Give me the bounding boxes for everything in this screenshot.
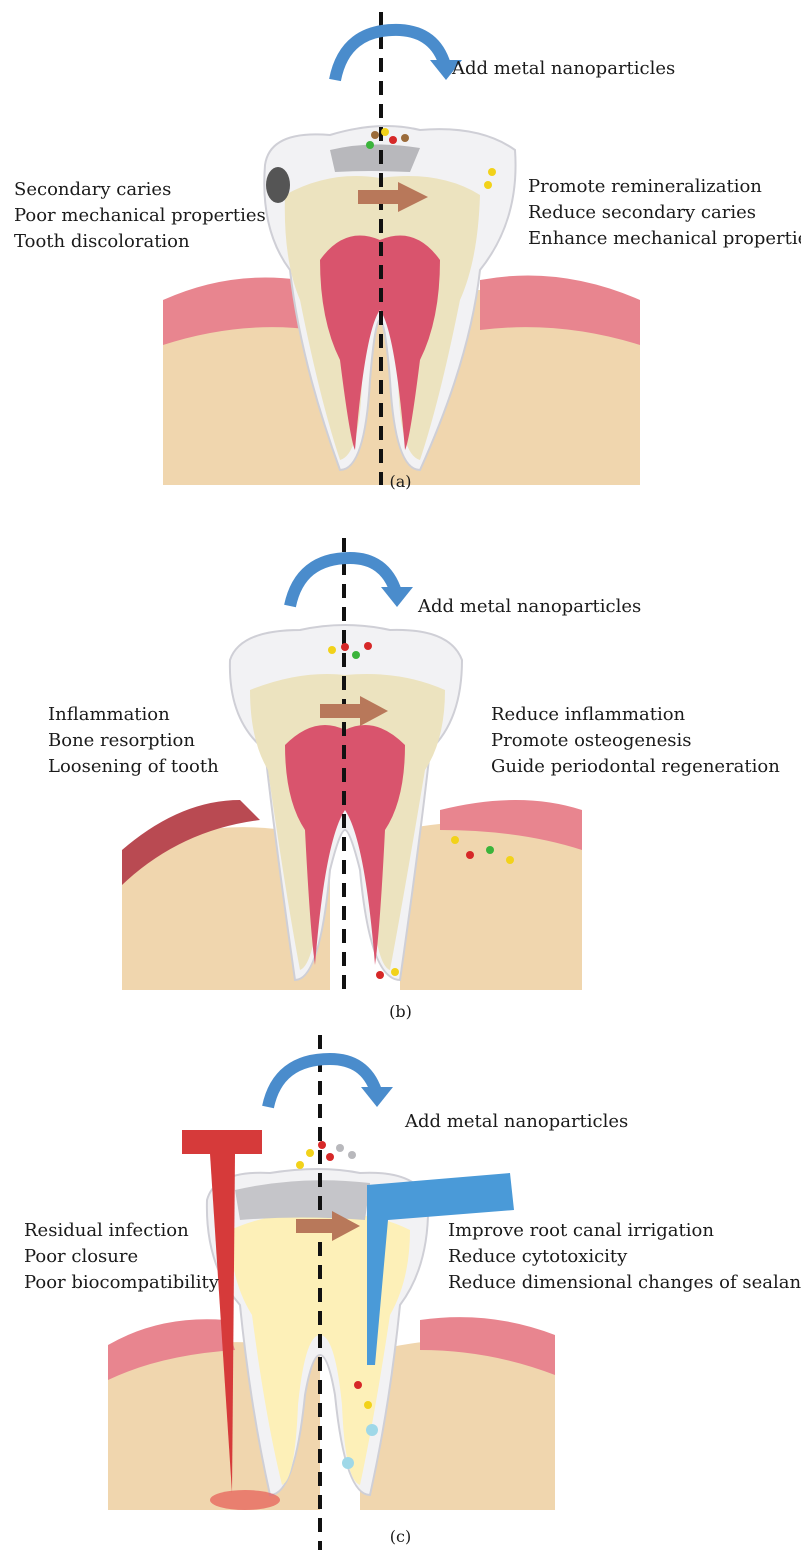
benefit-item: Enhance mechanical properties bbox=[528, 226, 801, 252]
access-cavity bbox=[235, 1180, 370, 1220]
problems-list: Residual infection Poor closure Poor bio… bbox=[24, 1218, 219, 1296]
nanoparticle bbox=[484, 181, 492, 189]
nanoparticle bbox=[466, 851, 474, 859]
panel-a: Add metal nanoparticles Secondary caries… bbox=[0, 0, 801, 500]
problems-list: Secondary caries Poor mechanical propert… bbox=[14, 177, 266, 255]
panel-b: Add metal nanoparticles Inflammation Bon… bbox=[0, 510, 801, 1020]
nanoparticle bbox=[296, 1161, 304, 1169]
nanoparticle bbox=[488, 168, 496, 176]
nanoparticle bbox=[342, 1457, 354, 1469]
problem-item: Poor mechanical properties bbox=[14, 203, 266, 229]
problem-item: Secondary caries bbox=[14, 177, 266, 203]
problem-item: Bone resorption bbox=[48, 728, 219, 754]
nanoparticle bbox=[328, 646, 336, 654]
nanoparticle bbox=[401, 134, 409, 142]
problem-item: Residual infection bbox=[24, 1218, 219, 1244]
panel-c: Add metal nanoparticles Residual infecti… bbox=[0, 1025, 801, 1550]
problem-item: Tooth discoloration bbox=[14, 229, 266, 255]
arrow-label: Add metal nanoparticles bbox=[452, 56, 675, 82]
panel-caption: (b) bbox=[0, 1002, 801, 1021]
nanoparticle bbox=[352, 651, 360, 659]
restoration bbox=[330, 144, 420, 172]
nanoparticle bbox=[381, 128, 389, 136]
nanoparticle bbox=[306, 1149, 314, 1157]
benefit-item: Improve root canal irrigation bbox=[448, 1218, 801, 1244]
nanoparticle bbox=[364, 642, 372, 650]
nanoparticle bbox=[376, 971, 384, 979]
nanoparticle bbox=[366, 1424, 378, 1436]
brown-arrow-icon bbox=[296, 1219, 332, 1233]
benefit-item: Promote remineralization bbox=[528, 174, 801, 200]
nanoparticle bbox=[348, 1151, 356, 1159]
nanoparticle bbox=[389, 136, 397, 144]
curved-arrow-icon bbox=[335, 30, 445, 80]
nanoparticle bbox=[354, 1381, 362, 1389]
nanoparticle bbox=[364, 1401, 372, 1409]
brown-arrow-icon bbox=[320, 704, 360, 718]
arrow-head-icon bbox=[381, 587, 413, 607]
arrow-label: Add metal nanoparticles bbox=[405, 1109, 628, 1135]
problem-item: Poor biocompatibility bbox=[24, 1270, 219, 1296]
benefit-item: Guide periodontal regeneration bbox=[491, 754, 780, 780]
nanoparticle bbox=[318, 1141, 326, 1149]
benefit-item: Reduce cytotoxicity bbox=[448, 1244, 801, 1270]
nanoparticle bbox=[506, 856, 514, 864]
benefits-list: Improve root canal irrigation Reduce cyt… bbox=[448, 1218, 801, 1296]
nanoparticle bbox=[341, 643, 349, 651]
problem-item: Loosening of tooth bbox=[48, 754, 219, 780]
nanoparticle bbox=[366, 141, 374, 149]
problem-item: Inflammation bbox=[48, 702, 219, 728]
panel-caption: (a) bbox=[0, 472, 801, 491]
panel-caption: (c) bbox=[0, 1527, 801, 1546]
brown-arrow-icon bbox=[358, 190, 398, 204]
nanoparticle bbox=[336, 1144, 344, 1152]
nanoparticle bbox=[326, 1153, 334, 1161]
benefits-list: Promote remineralization Reduce secondar… bbox=[528, 174, 801, 252]
problems-list: Inflammation Bone resorption Loosening o… bbox=[48, 702, 219, 780]
benefits-list: Reduce inflammation Promote osteogenesis… bbox=[491, 702, 780, 780]
benefit-item: Reduce inflammation bbox=[491, 702, 780, 728]
nanoparticle bbox=[391, 968, 399, 976]
nanoparticle bbox=[451, 836, 459, 844]
benefit-item: Reduce dimensional changes of sealants bbox=[448, 1270, 801, 1296]
benefit-item: Promote osteogenesis bbox=[491, 728, 780, 754]
caries-spot bbox=[266, 167, 290, 203]
infection-spot bbox=[210, 1490, 280, 1510]
problem-item: Poor closure bbox=[24, 1244, 219, 1270]
arrow-label: Add metal nanoparticles bbox=[418, 594, 641, 620]
nanoparticle bbox=[371, 131, 379, 139]
benefit-item: Reduce secondary caries bbox=[528, 200, 801, 226]
nanoparticle bbox=[486, 846, 494, 854]
arrow-head-icon bbox=[361, 1087, 393, 1107]
endodontic-file-icon bbox=[182, 1130, 262, 1154]
